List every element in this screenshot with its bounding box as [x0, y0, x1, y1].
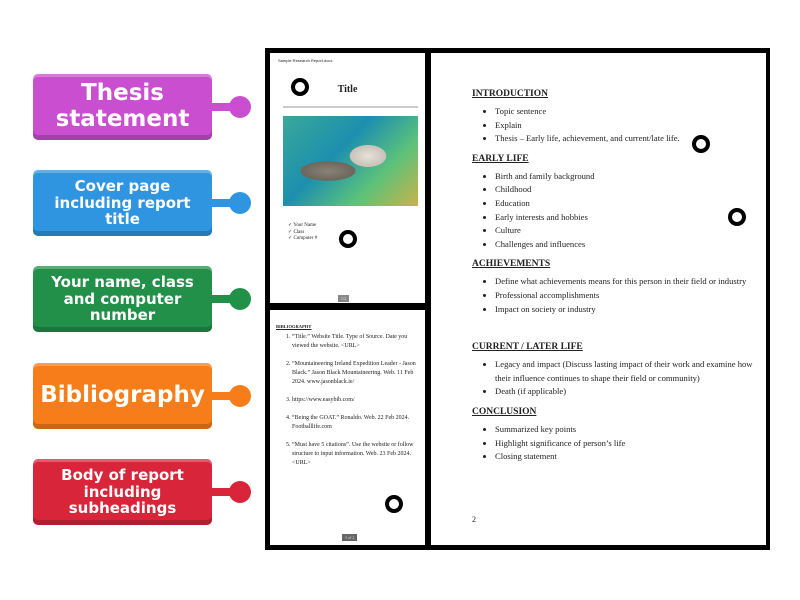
- connector-line: [212, 199, 234, 207]
- list-item: Education: [495, 197, 756, 211]
- page-number: 2: [472, 515, 476, 524]
- bibliography-entry: “Being the GOAT.” Ronaldo. Web. 22 Feb 2…: [292, 414, 419, 432]
- list-item: Impact on society or industry: [495, 303, 756, 317]
- list-item: Death (if applicable): [495, 385, 756, 399]
- section-heading: ACHIEVEMENTS: [472, 259, 551, 270]
- connector-line: [212, 295, 234, 303]
- connector-line: [212, 103, 234, 111]
- list-item: Topic sentence: [495, 105, 756, 119]
- cover-title: Title: [337, 84, 358, 95]
- section-list: Legacy and impact (Discuss lasting impac…: [495, 358, 756, 399]
- connector-knob[interactable]: [229, 481, 251, 503]
- connector-knob[interactable]: [229, 385, 251, 407]
- report-image: Sample Research Report.docx Title ✓ Your…: [265, 48, 770, 550]
- list-item: Explain: [495, 119, 756, 133]
- list-item: Childhood: [495, 183, 756, 197]
- list-item: Thesis – Early life, achievement, and cu…: [495, 132, 756, 146]
- draggable-label[interactable]: Thesis statement: [33, 74, 212, 140]
- section-list: Birth and family backgroundChildhoodEduc…: [495, 170, 756, 252]
- checklist-item: ✓ Class: [288, 229, 305, 235]
- section-list: Topic sentenceExplainThesis – Early life…: [495, 105, 756, 146]
- page-indicator: 1/2: [338, 295, 350, 302]
- drop-target-1[interactable]: [291, 78, 309, 96]
- list-item: Professional accomplishments: [495, 289, 756, 303]
- section-heading: CURRENT / LATER LIFE: [472, 342, 583, 353]
- draggable-label[interactable]: Cover page including report title: [33, 170, 212, 236]
- bibliography-entry: “Must have 5 citations”. Use the website…: [292, 441, 419, 468]
- drop-target-3[interactable]: [385, 495, 403, 513]
- bibliography-page: BIBLIOGRAPHY “Title.” Website Title. Typ…: [270, 310, 425, 545]
- list-item: Early interests and hobbies: [495, 211, 756, 225]
- draggable-label[interactable]: Body of report including subheadings: [33, 459, 212, 525]
- draggable-label[interactable]: Your name, class and computer number: [33, 266, 212, 332]
- draggable-label[interactable]: Bibliography: [33, 363, 212, 429]
- section-heading: INTRODUCTION: [472, 89, 549, 99]
- connector-knob[interactable]: [229, 96, 251, 118]
- section-heading: EARLY LIFE: [472, 153, 529, 164]
- drop-target-5[interactable]: [728, 208, 746, 226]
- connector-line: [212, 488, 234, 496]
- bibliography-entry: https://www.easybib.com/: [292, 396, 419, 405]
- connector-knob[interactable]: [229, 288, 251, 310]
- list-item: Culture: [495, 224, 756, 238]
- page-indicator: 1 of 2: [342, 534, 358, 541]
- doc-name: Sample Research Report.docx: [278, 58, 333, 63]
- list-item: Define what achievements means for this …: [495, 275, 756, 289]
- bibliography-entry: “Title.” Website Title. Type of Source. …: [292, 333, 419, 351]
- drop-target-4[interactable]: [692, 135, 710, 153]
- drop-target-2[interactable]: [339, 230, 357, 248]
- list-item: Highlight significance of person’s life: [495, 437, 756, 451]
- checklist-item: ✓ Computer #: [288, 236, 318, 241]
- list-item: Birth and family background: [495, 170, 756, 184]
- section-list: Define what achievements means for this …: [495, 275, 756, 316]
- list-item: Legacy and impact (Discuss lasting impac…: [495, 358, 756, 385]
- section-heading: CONCLUSION: [472, 406, 537, 417]
- list-item: Challenges and influences: [495, 238, 756, 252]
- connector-line: [212, 392, 234, 400]
- bibliography-entry: “Mountaineering Ireland Expedition Leade…: [292, 360, 419, 387]
- list-item: Closing statement: [495, 450, 756, 464]
- otter-photo: [283, 116, 418, 206]
- divider: [283, 106, 418, 108]
- bibliography-heading: BIBLIOGRAPHY: [276, 324, 312, 329]
- connector-knob[interactable]: [229, 192, 251, 214]
- checklist-item: ✓ Your Name: [288, 223, 317, 228]
- list-item: Summarized key points: [495, 423, 756, 437]
- body-page: INTRODUCTION Topic sentenceExplainThesis …: [431, 53, 766, 545]
- section-list: Summarized key pointsHighlight significa…: [495, 423, 756, 464]
